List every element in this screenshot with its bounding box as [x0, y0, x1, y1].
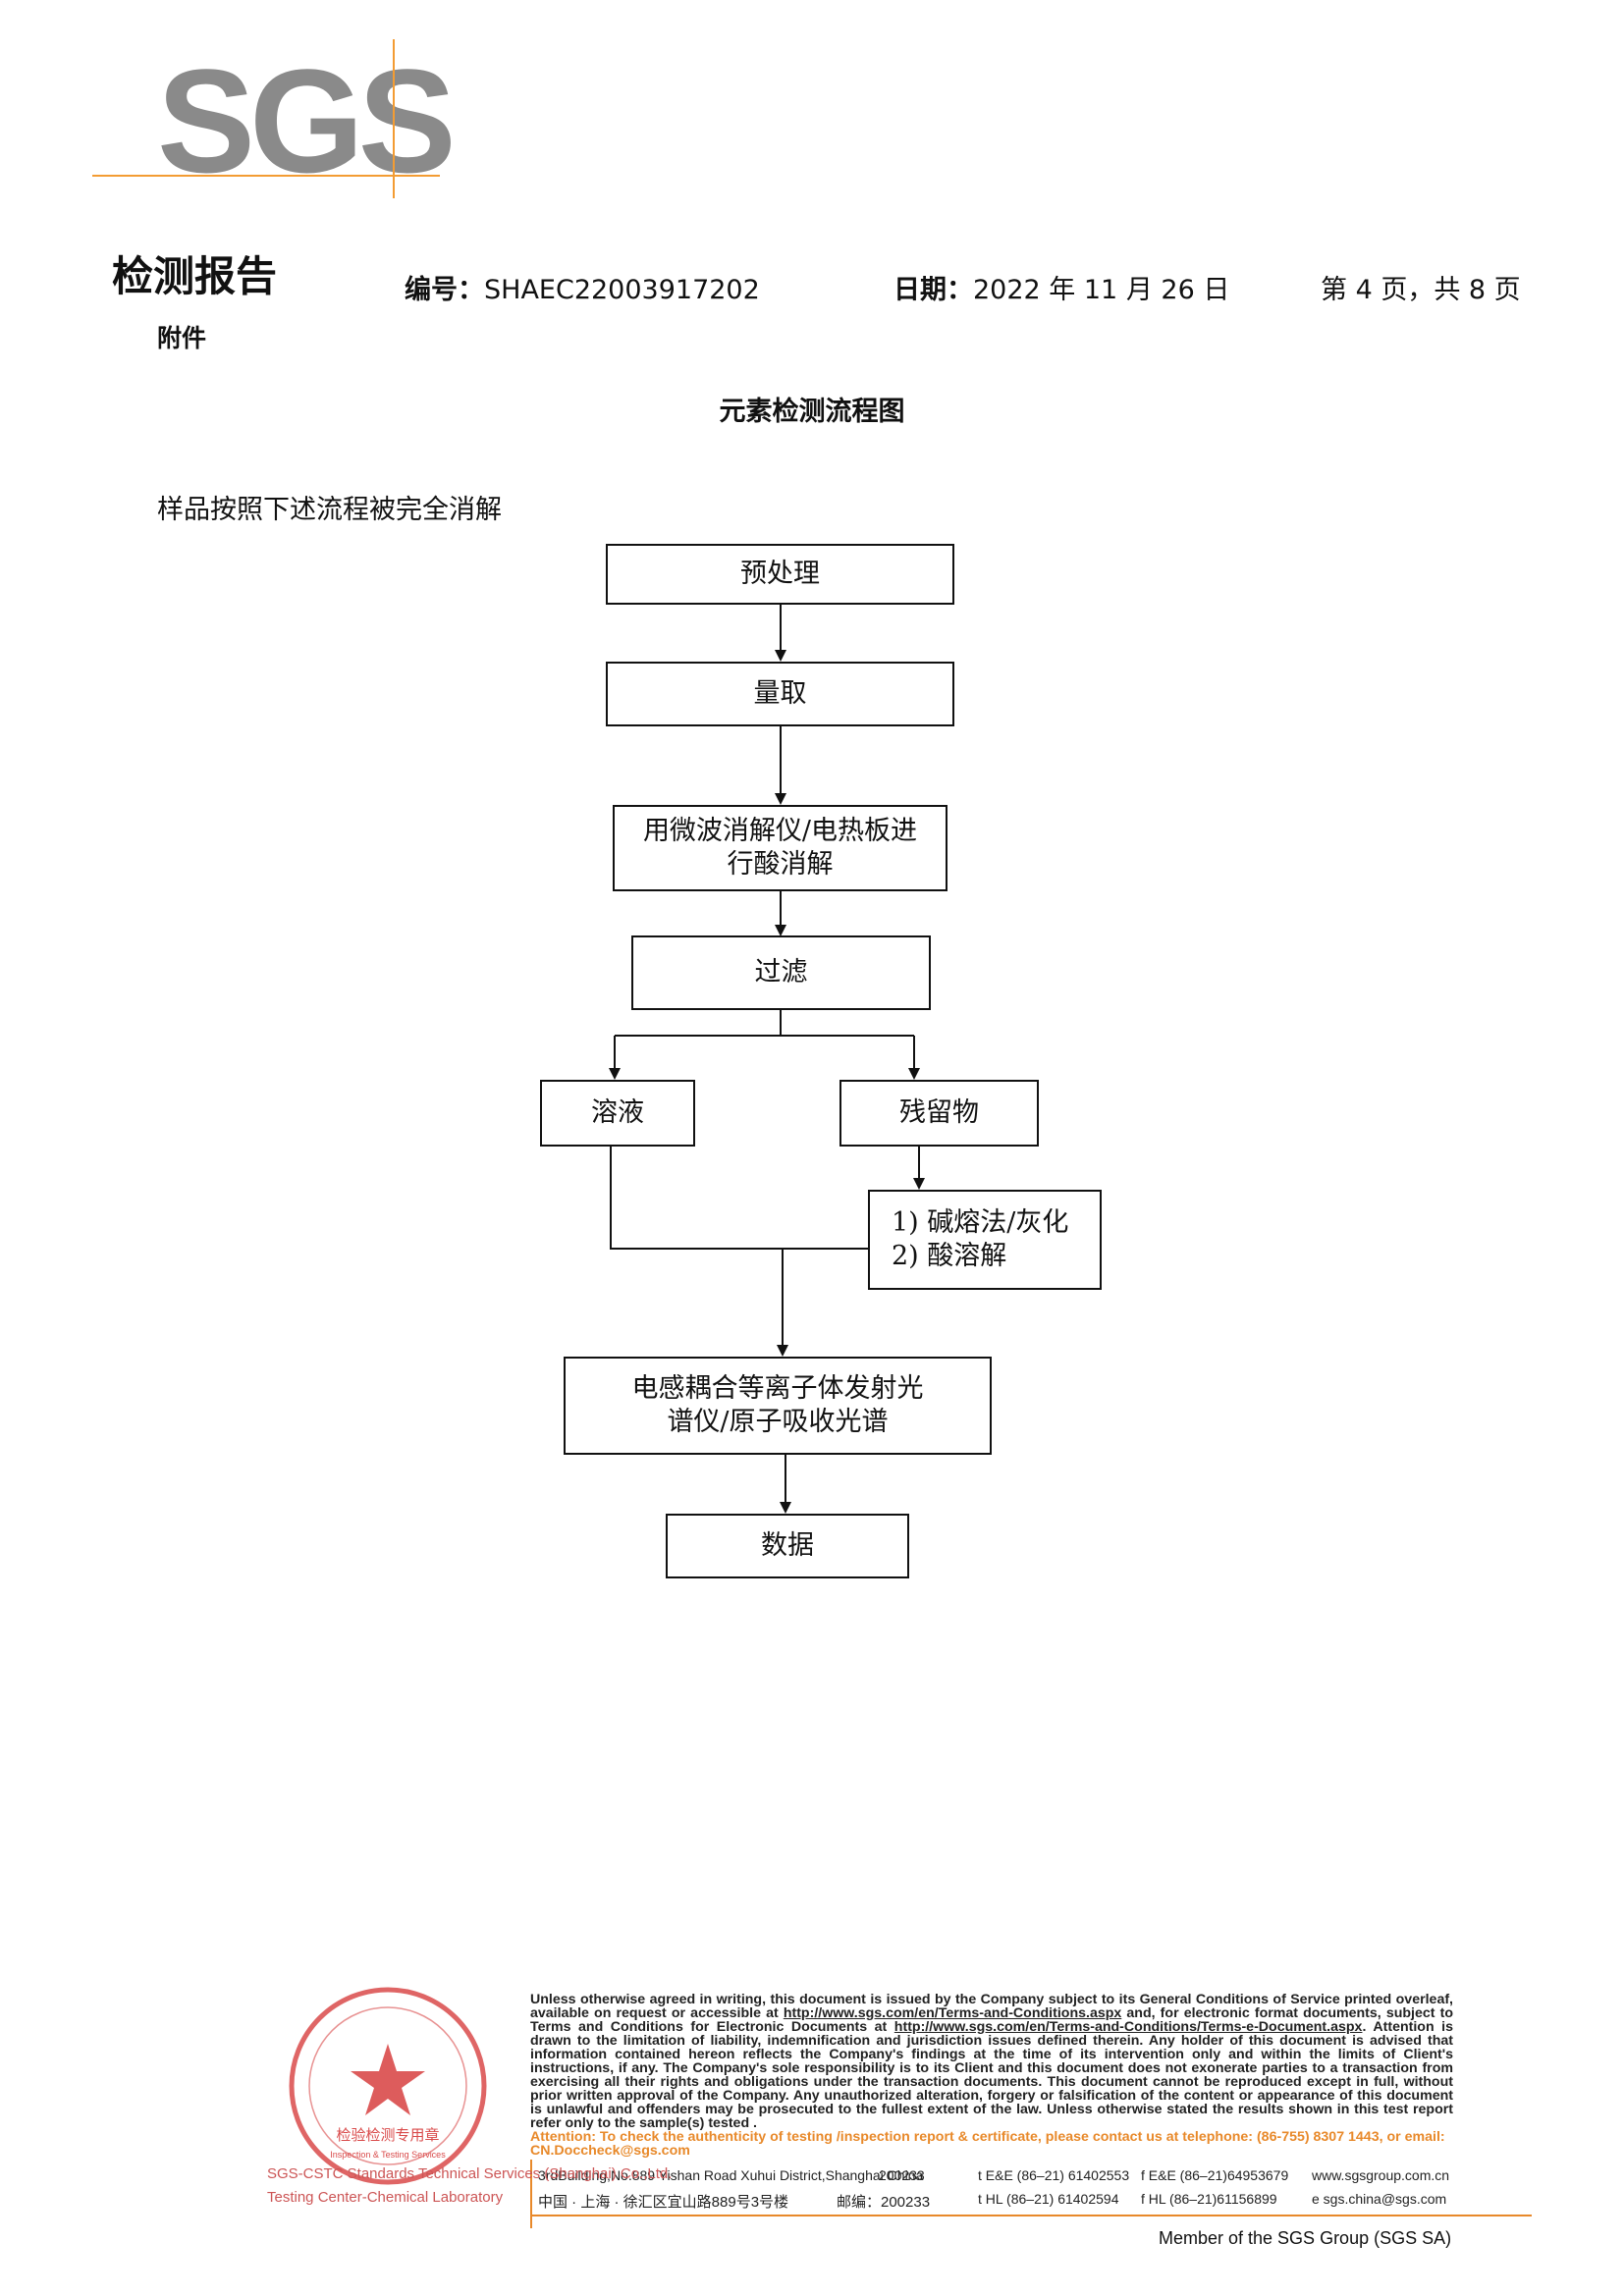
flow-box-pretreatment: 预处理 [606, 544, 954, 605]
flow-box-residue-steps: 1) 碱熔法/灰化 2) 酸溶解 [868, 1190, 1102, 1290]
terms-text: . Attention is drawn to the limitation o… [530, 2019, 1453, 2131]
report-number-value: SHAEC22003917202 [484, 275, 760, 305]
flowchart-connectors [609, 605, 925, 1514]
flow-box-data: 数据 [666, 1514, 909, 1578]
company-name-en: SGS-CSTC Standards Technical Services (S… [267, 2165, 673, 2182]
flow-label: 1) 碱熔法/灰化 2) 酸溶解 [892, 1207, 1069, 1271]
report-date-value: 2022 年 11 月 26 日 [973, 275, 1230, 305]
footer-vertical-rule [530, 2160, 532, 2228]
flow-label: 数据 [761, 1530, 814, 1561]
seal-center-text: 检验检测专用章 [336, 2126, 439, 2144]
fax-cn: f HL (86–21)61156899 [1141, 2191, 1277, 2207]
website: www.sgsgroup.com.cn [1312, 2167, 1450, 2183]
report-number-label: 编号： [405, 275, 484, 305]
flow-box-measure: 量取 [606, 662, 954, 726]
attachment-label: 附件 [157, 324, 207, 352]
member-line: Member of the SGS Group (SGS SA) [1159, 2228, 1452, 2248]
flow-box-filter: 过滤 [631, 935, 931, 1010]
testing-center-name: Testing Center-Chemical Laboratory [267, 2189, 504, 2206]
terms-text: Unless otherwise agreed in writing, this… [530, 1992, 1453, 2021]
section-title: 元素检测流程图 [719, 397, 905, 427]
report-title: 检测报告 [112, 252, 278, 300]
address-en: 3rdBuilding,No.889 Yishan Road Xuhui Dis… [538, 2167, 924, 2183]
company-seal: 检验检测专用章 Inspection & Testing Services [289, 1987, 487, 2185]
flow-label: 残留物 [899, 1097, 979, 1128]
page-indicator: 第 4 页，共 8 页 [1321, 275, 1521, 305]
report-number: 编号：SHAEC22003917202 [405, 268, 760, 306]
terms-link[interactable]: http://www.sgs.com/en/Terms-and-Conditio… [783, 2005, 1122, 2021]
postcode-cn: 邮编：200233 [837, 2194, 931, 2211]
seal-sub-text: Inspection & Testing Services [330, 2150, 446, 2160]
terms-e-doc-link[interactable]: http://www.sgs.com/en/Terms-and-Conditio… [893, 2019, 1363, 2035]
flow-box-solution: 溶液 [540, 1080, 695, 1147]
flow-label: 溶液 [591, 1097, 644, 1128]
flow-label: 电感耦合等离子体发射光 谱仪/原子吸收光谱 [631, 1373, 924, 1437]
fax-en: f E&E (86–21)64953679 [1141, 2167, 1289, 2183]
footer-attention: Attention: To check the authenticity of … [530, 2129, 1445, 2159]
flow-label: 量取 [753, 678, 807, 709]
tel-cn: t HL (86–21) 61402594 [978, 2191, 1119, 2207]
email: e sgs.china@sgs.com [1312, 2191, 1447, 2207]
line-solution-merge [610, 1147, 868, 1250]
address-cn: 中国 · 上海 · 徐汇区宜山路889号3号楼 [538, 2194, 789, 2211]
logo-horizontal-rule [92, 175, 440, 177]
flow-box-digest: 用微波消解仪/电热板进 行酸消解 [613, 805, 947, 891]
sgs-logo: SGS [157, 38, 457, 203]
flow-label: 预处理 [740, 559, 820, 589]
tel-en: t E&E (86–21) 61402553 [978, 2167, 1130, 2183]
terms-text: and, for electronic format documents, su… [530, 2005, 1454, 2035]
footer-terms: Unless otherwise agreed in writing, this… [530, 1993, 1453, 2130]
flow-box-instrument: 电感耦合等离子体发射光 谱仪/原子吸收光谱 [564, 1357, 992, 1455]
intro-text: 样品按照下述流程被完全消解 [157, 495, 502, 525]
footer-horizontal-rule [530, 2215, 1532, 2216]
postcode-en: 200233 [879, 2167, 925, 2183]
report-date: 日期：2022 年 11 月 26 日 [893, 268, 1229, 306]
flow-label: 用微波消解仪/电热板进 行酸消解 [642, 816, 918, 880]
flow-box-residue: 残留物 [839, 1080, 1039, 1147]
flow-label: 过滤 [754, 957, 808, 988]
report-date-label: 日期： [893, 275, 973, 305]
logo-vertical-rule [393, 39, 395, 198]
